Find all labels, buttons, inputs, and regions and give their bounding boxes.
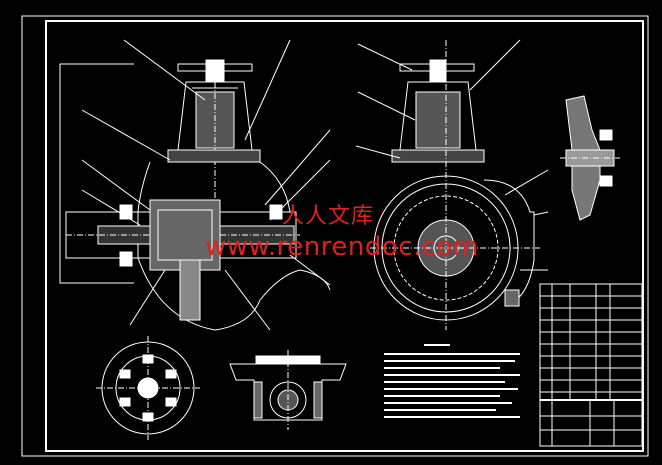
technical-notes [384, 344, 520, 418]
leader-line [469, 39, 521, 91]
bolt-left-top [119, 204, 133, 220]
gear-bolt-bottom [599, 175, 613, 187]
leader-line [357, 91, 416, 121]
bracket-section-view [229, 350, 347, 430]
axle-case-upper [259, 161, 291, 213]
housing-flange [167, 149, 261, 163]
bolt-right-top [269, 204, 283, 220]
leader-line [81, 189, 141, 226]
bolt-left-bottom [119, 251, 133, 267]
leader-line [269, 159, 331, 221]
leader-line [289, 254, 331, 286]
end-view-slot [165, 369, 177, 379]
side-view [355, 39, 549, 330]
end-view-slot [119, 369, 131, 379]
leader-line [355, 145, 401, 159]
leader-line [81, 109, 171, 161]
ring-gear-section [179, 259, 201, 321]
side-bearing-hatch [415, 91, 461, 149]
differential-end-view [96, 336, 200, 440]
side-housing-flange [391, 149, 485, 163]
leader-line [244, 39, 291, 141]
leader-line [264, 129, 331, 206]
leader-line [81, 159, 151, 211]
leader-line [504, 169, 549, 196]
gear-detail-view [560, 95, 620, 221]
leader-line [533, 211, 549, 216]
parts-list-border [539, 283, 643, 447]
differential-case [149, 199, 221, 271]
watermark-cn: 人人文库 [282, 204, 375, 229]
end-view-slot [165, 397, 177, 407]
leader-line [123, 39, 206, 101]
outer-border [21, 15, 649, 457]
end-view-slot [119, 397, 131, 407]
bracket-wall-right [313, 381, 323, 419]
watermark-url: www.renrendoc.com [205, 232, 479, 262]
drain-plug [504, 289, 520, 307]
parts-list-table [539, 283, 643, 447]
leader-line [357, 43, 413, 71]
case-bulge [483, 179, 535, 306]
inner-frame [45, 20, 644, 452]
leader-line [129, 269, 166, 326]
gear-bolt-top [599, 129, 613, 141]
main-section-view [59, 39, 331, 331]
view-envelope-line [59, 63, 134, 284]
bracket-wall-left [253, 381, 263, 419]
bracket-outline [229, 363, 347, 421]
side-top-nut [429, 59, 447, 83]
leader-line [224, 269, 271, 331]
